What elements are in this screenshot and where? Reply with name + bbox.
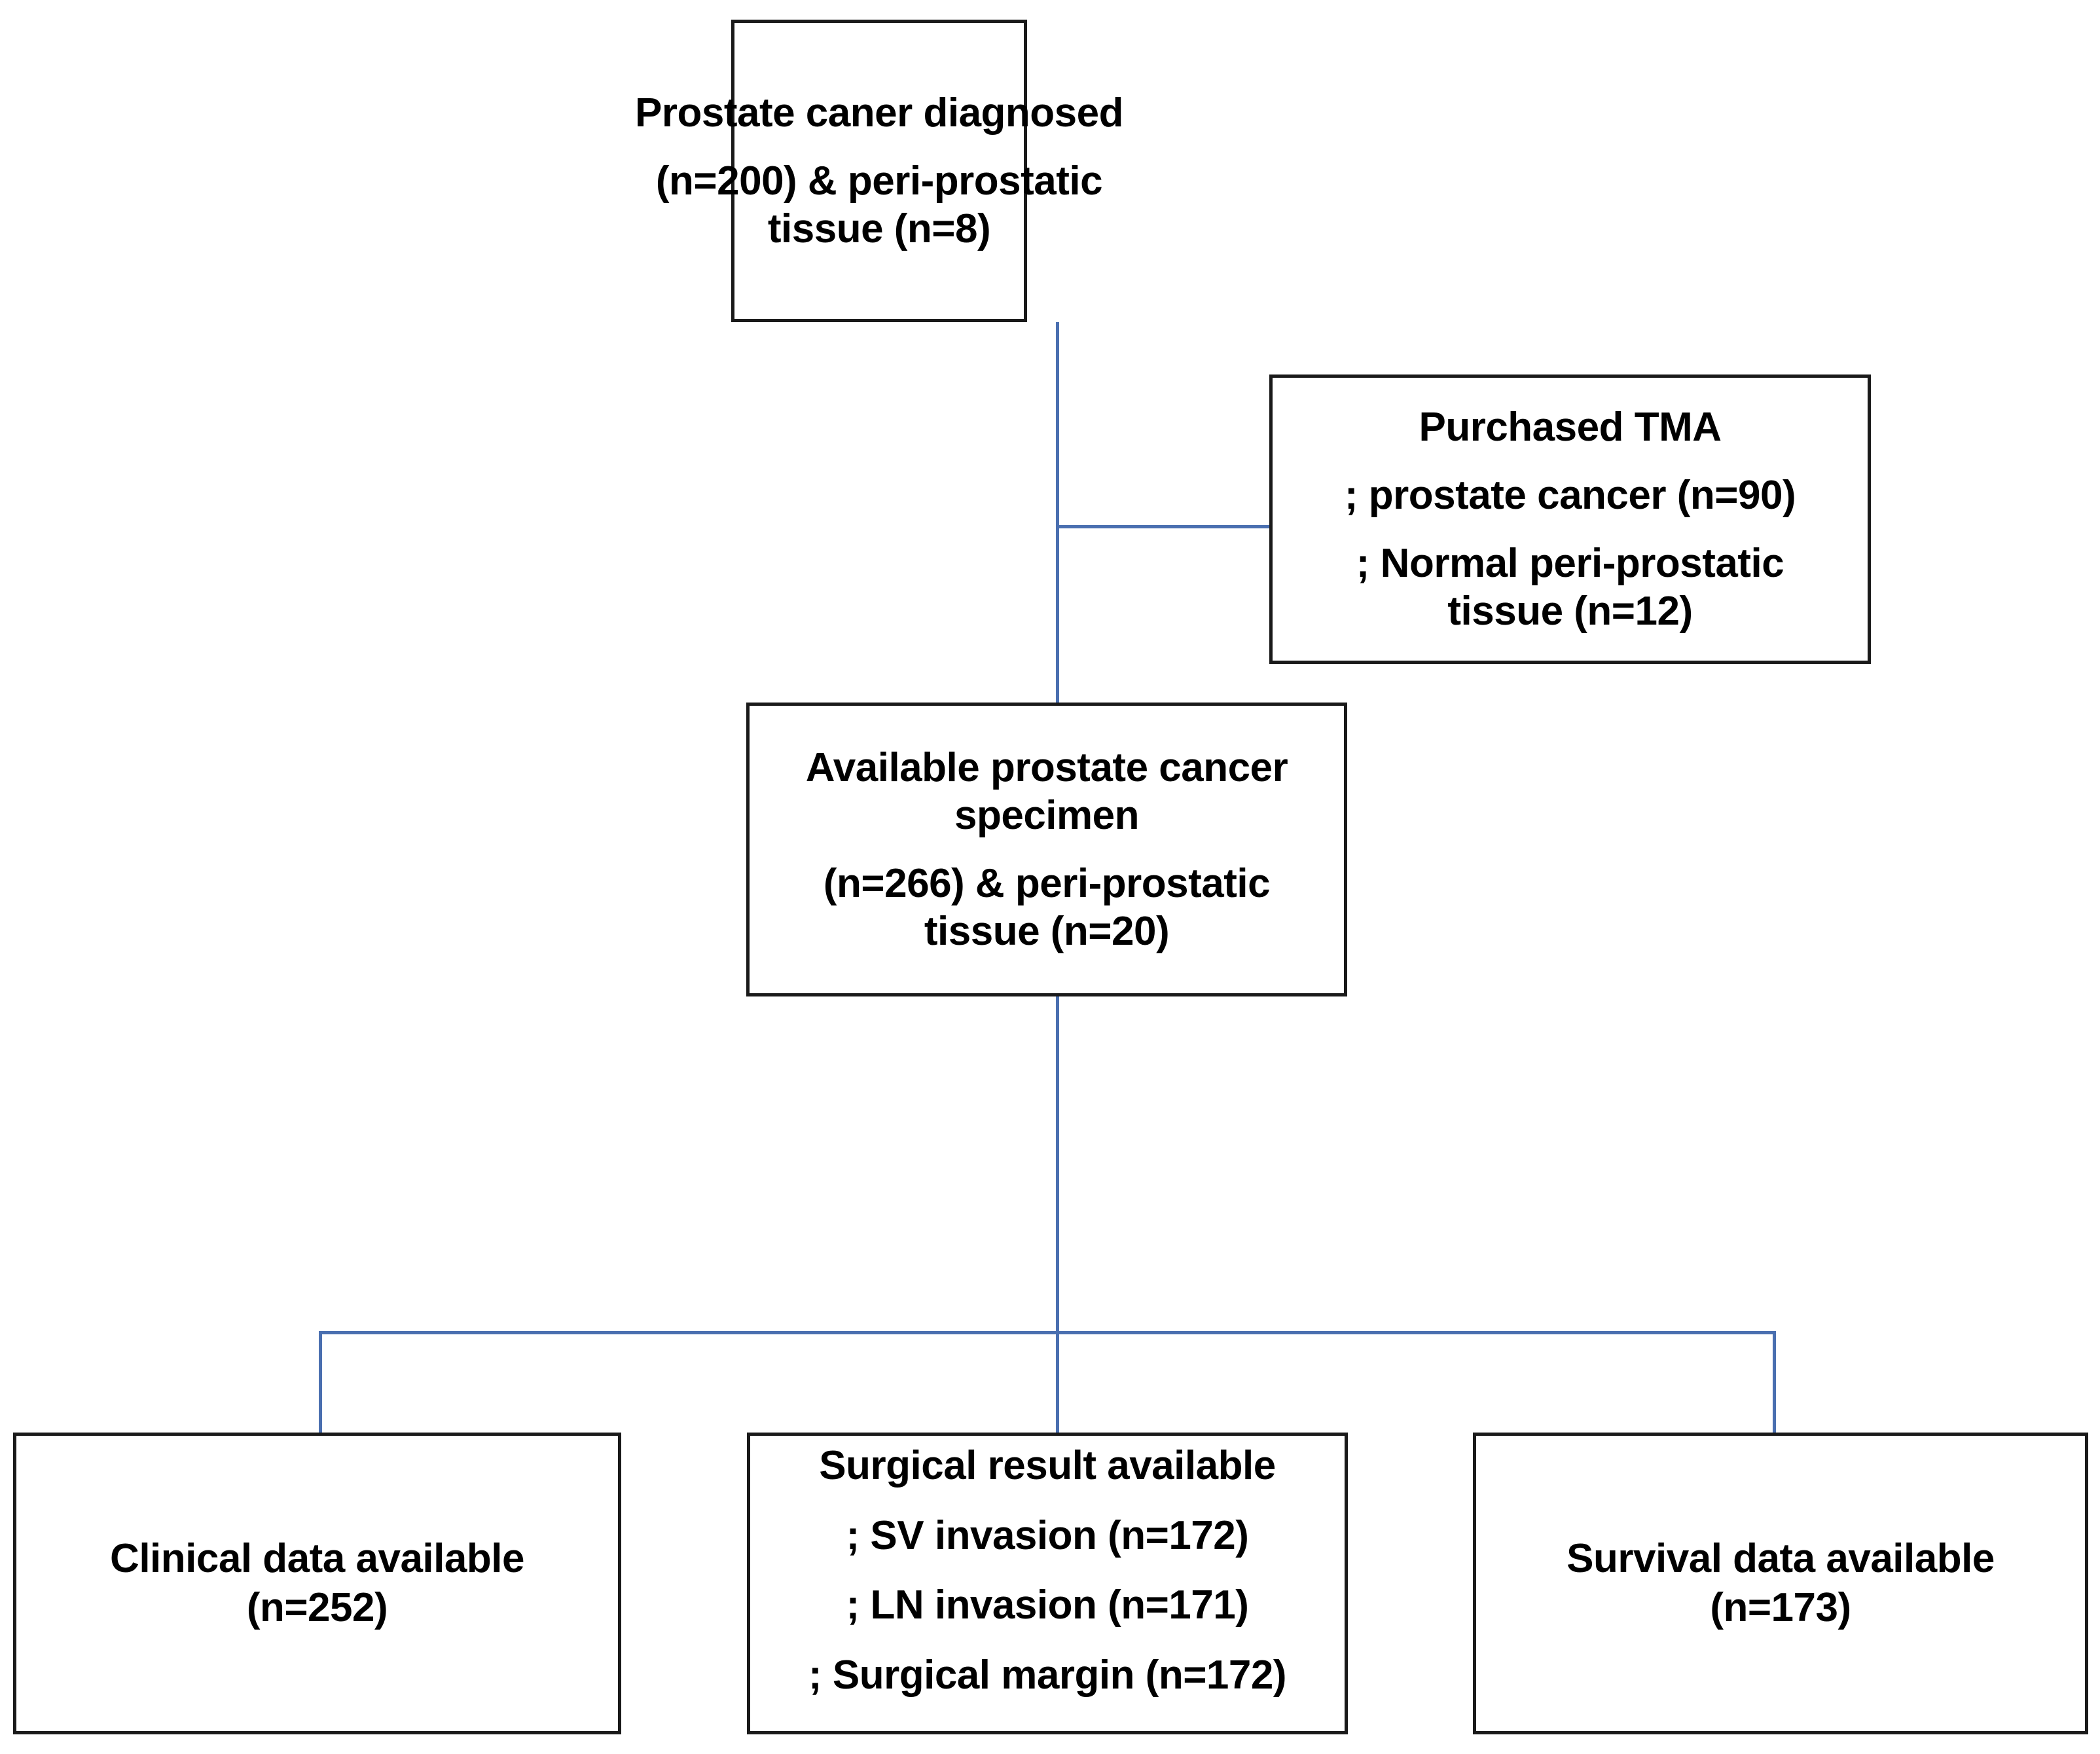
node-paragraph: Prostate caner diagnosed — [634, 89, 1124, 137]
node-line: ; Normal peri-prostatic — [1356, 541, 1784, 586]
node-paragraph: (n=200) & peri-prostatic tissue (n=8) — [655, 157, 1103, 253]
node-available-prostate-cancer-specimen[interactable]: Available prostate cancer specimen (n=26… — [746, 703, 1347, 996]
connector-top-to-tma — [1056, 525, 1271, 528]
node-line: ; SV invasion (n=172) — [846, 1512, 1249, 1558]
node-paragraph: (n=266) & peri-prostatic tissue (n=20) — [823, 860, 1271, 955]
node-surgical-result-available[interactable]: Surgical result available ; SV invasion … — [747, 1433, 1348, 1734]
connector-available-to-bus — [1056, 996, 1059, 1334]
node-line: (n=266) & peri-prostatic — [823, 861, 1271, 906]
connector-bus-horizontal — [319, 1331, 1776, 1334]
node-line: ; prostate cancer (n=90) — [1344, 472, 1796, 518]
node-paragraph: ; LN invasion (n=171) — [846, 1580, 1249, 1630]
node-line: Purchased TMA — [1419, 404, 1722, 450]
node-line: Prostate caner diagnosed — [634, 90, 1124, 136]
node-line: ; Surgical margin (n=172) — [808, 1652, 1287, 1698]
node-line: Clinical data available — [110, 1536, 524, 1582]
connector-bus-to-surgical — [1056, 1331, 1059, 1433]
node-line: (n=252) — [246, 1584, 388, 1630]
node-line: specimen — [954, 792, 1140, 838]
connector-top-to-available — [1056, 322, 1059, 703]
connector-bus-to-survival — [1773, 1331, 1776, 1433]
node-paragraph: Survival data available (n=173) — [1566, 1535, 1995, 1632]
node-paragraph: ; prostate cancer (n=90) — [1345, 471, 1796, 519]
node-clinical-data-available[interactable]: Clinical data available (n=252) — [13, 1433, 621, 1734]
node-line: Surgical result available — [819, 1443, 1276, 1488]
node-paragraph: ; Surgical margin (n=172) — [808, 1651, 1287, 1700]
node-line: tissue (n=12) — [1447, 589, 1693, 634]
node-paragraph: Available prostate cancer specimen — [806, 744, 1288, 839]
node-paragraph: Clinical data available (n=252) — [110, 1535, 524, 1632]
node-paragraph: Surgical result available — [819, 1441, 1276, 1491]
node-line: tissue (n=8) — [767, 206, 991, 252]
node-paragraph: Purchased TMA — [1419, 403, 1722, 451]
node-line: tissue (n=20) — [924, 909, 1170, 955]
node-line: Available prostate cancer — [805, 744, 1288, 790]
node-paragraph: ; SV invasion (n=172) — [846, 1511, 1249, 1561]
connector-bus-to-clinical — [319, 1331, 322, 1433]
node-line: (n=200) & peri-prostatic — [655, 158, 1103, 204]
node-purchased-tma[interactable]: Purchased TMA ; prostate cancer (n=90) ;… — [1269, 375, 1871, 664]
node-prostate-cancer-diagnosed[interactable]: Prostate caner diagnosed (n=200) & peri-… — [635, 20, 1124, 322]
node-line: ; LN invasion (n=171) — [846, 1582, 1249, 1628]
node-paragraph: ; Normal peri-prostatic tissue (n=12) — [1356, 539, 1784, 635]
node-line: Survival data available — [1566, 1536, 1995, 1582]
node-line: (n=173) — [1710, 1584, 1851, 1630]
node-survival-data-available[interactable]: Survival data available (n=173) — [1473, 1433, 2088, 1734]
